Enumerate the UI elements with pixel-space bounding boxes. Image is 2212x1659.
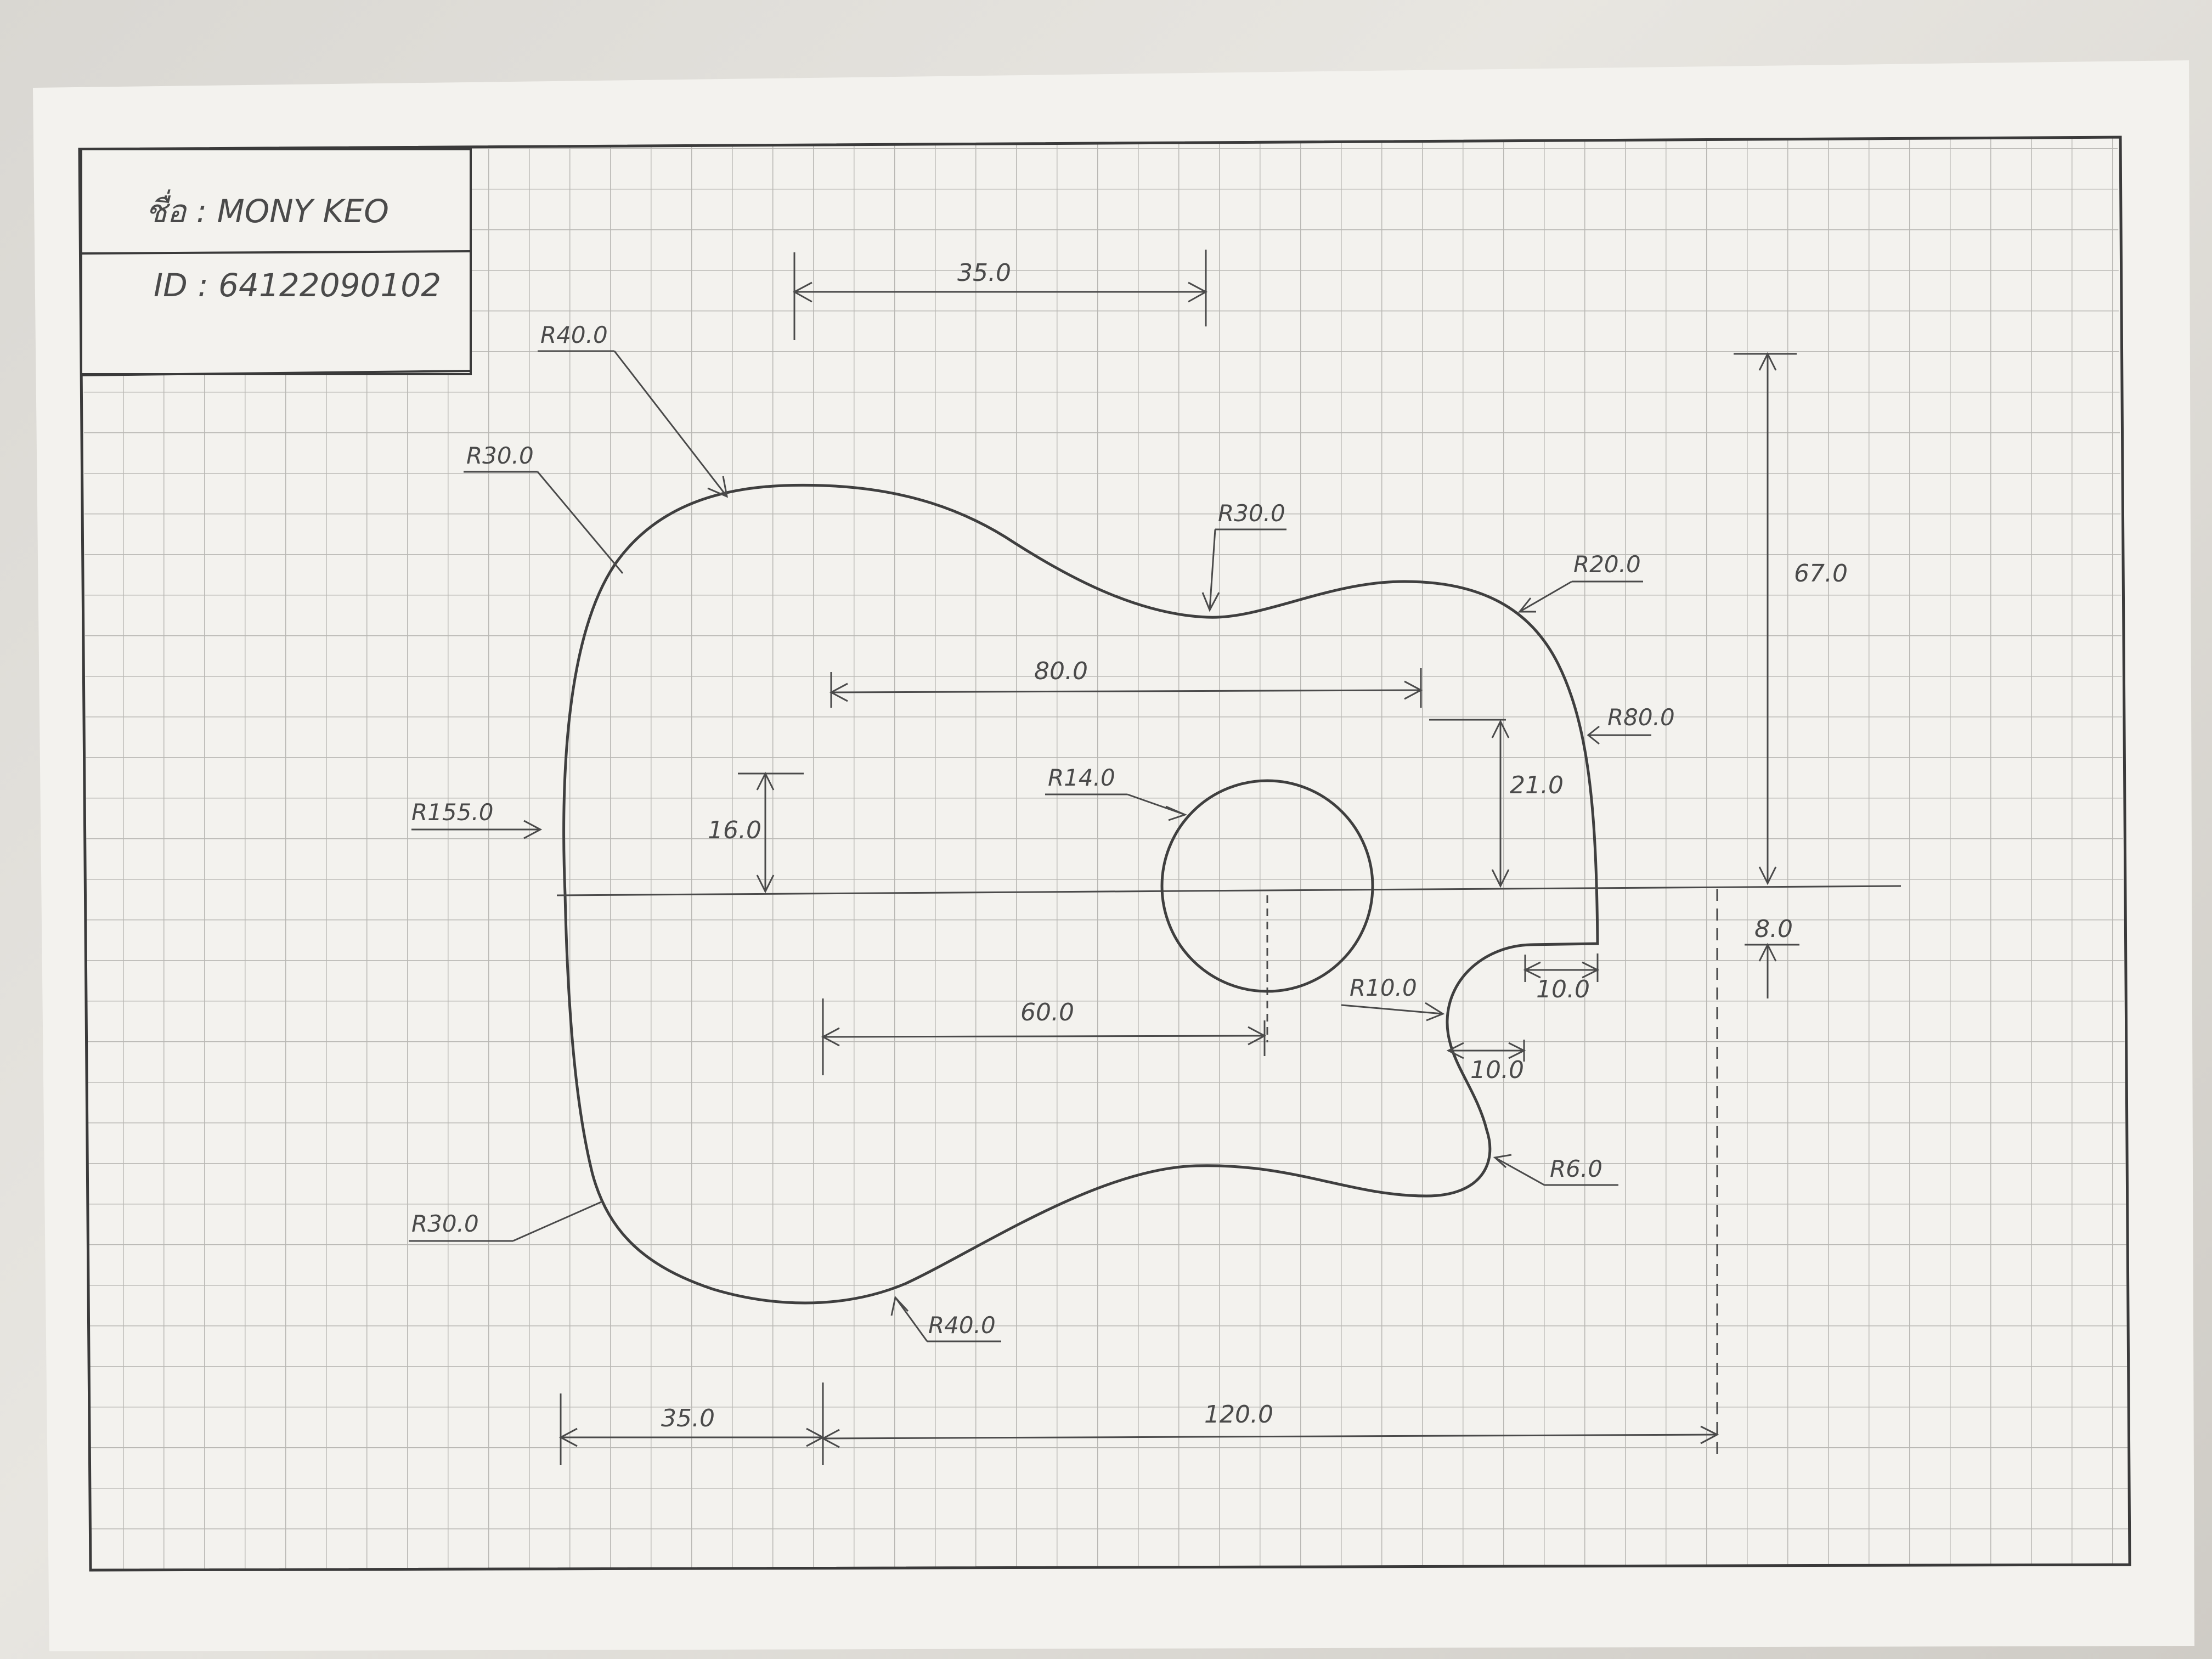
radius-lower-bottom-label: R40.0 <box>928 1312 996 1339</box>
dim-height-right <box>1734 352 1797 885</box>
dim-notch-bottom <box>1446 1040 1526 1062</box>
dim-notch-top-label: 10.0 <box>1536 975 1590 1003</box>
dim-top-width <box>792 250 1208 340</box>
title-block: ชื่อ : MONY KEO ID : 64122090102 <box>80 148 472 376</box>
guitar-body-outline <box>562 483 1599 1305</box>
dim-bottom-total-label: 120.0 <box>1204 1401 1273 1429</box>
sound-hole <box>1160 779 1374 993</box>
dim-height-right-label: 67.0 <box>1794 560 1848 588</box>
dim-vertical-21-label: 21.0 <box>1510 771 1564 799</box>
radius-upper-left-inner-label: R30.0 <box>466 442 534 469</box>
dim-bottom-left-label: 35.0 <box>661 1404 715 1432</box>
dim-vertical-16-label: 16.0 <box>708 816 761 844</box>
dim-waist-span <box>829 668 1423 708</box>
id-label: ID : 64122090102 <box>154 267 441 304</box>
dim-lower-span-label: 60.0 <box>1020 998 1074 1026</box>
dim-vertical-16 <box>738 771 804 894</box>
radius-waist-top-label: R30.0 <box>1218 500 1285 527</box>
radius-lower-left-label: R30.0 <box>411 1210 479 1237</box>
name-label: ชื่อ : MONY KEO <box>145 189 389 230</box>
grid-area <box>82 137 2129 1569</box>
dim-notch-top <box>1523 953 1600 982</box>
radius-upper-left-outer-label: R40.0 <box>540 321 608 348</box>
dim-offset-small <box>1745 943 1799 998</box>
drawing-border <box>78 136 2131 1572</box>
radius-arrowheads <box>523 476 1600 1316</box>
radius-leaders <box>409 350 1651 1342</box>
radius-right-side-label: R80.0 <box>1607 704 1675 731</box>
center-line <box>556 885 1901 896</box>
radius-upper-right-label: R20.0 <box>1573 551 1641 578</box>
dim-offset-small-label: 8.0 <box>1754 915 1793 943</box>
radius-sound-hole-label: R14.0 <box>1048 764 1115 791</box>
dim-notch-bottom-label: 10.0 <box>1470 1056 1524 1084</box>
dim-lower-span <box>821 998 1267 1075</box>
dim-vertical-21 <box>1429 719 1510 888</box>
dim-waist-span-label: 80.0 <box>1034 657 1088 685</box>
radius-notch-lower-label: R6.0 <box>1550 1155 1602 1182</box>
radius-notch-label: R10.0 <box>1350 974 1417 1001</box>
dim-top-width-label: 35.0 <box>957 259 1011 287</box>
dim-bottom <box>558 1383 1719 1465</box>
radius-left-side-label: R155.0 <box>411 799 493 826</box>
